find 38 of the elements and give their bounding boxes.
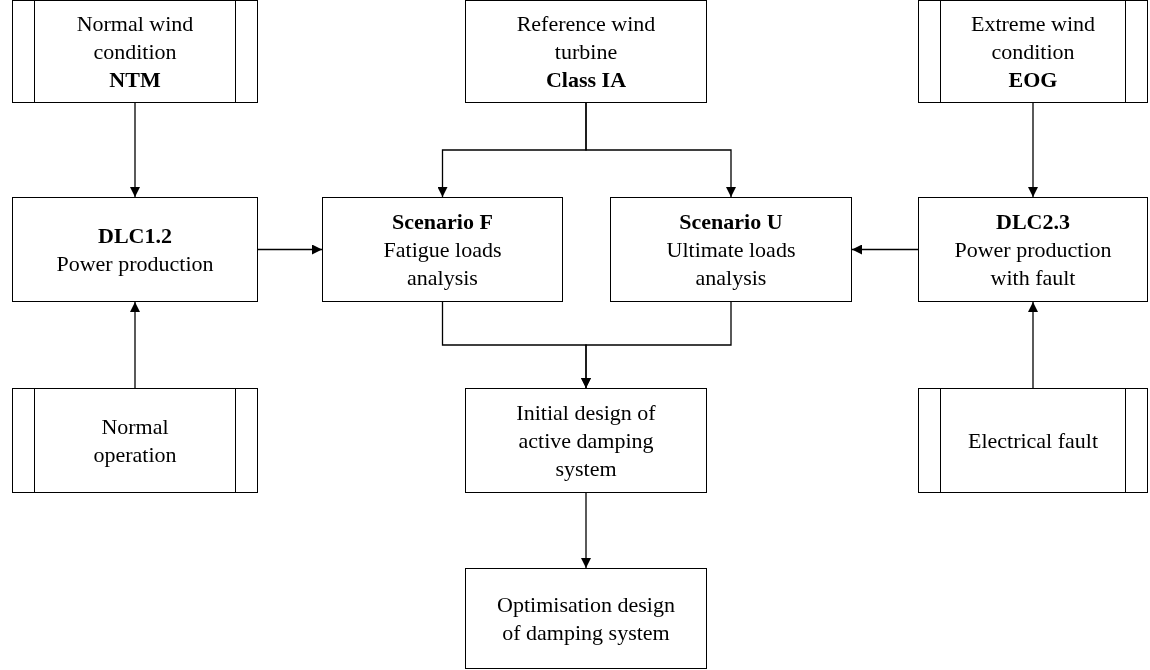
predefined-process-box bbox=[12, 0, 258, 103]
process-box bbox=[465, 388, 707, 493]
box-heading: DLC1.2 bbox=[98, 221, 172, 250]
box-text: Fatigue loads analysis bbox=[382, 235, 503, 292]
box-heading: Class IA bbox=[545, 65, 627, 94]
process-box bbox=[465, 0, 707, 103]
process-box bbox=[322, 197, 563, 302]
predefined-process-box bbox=[918, 0, 1148, 103]
predefined-process-box bbox=[918, 388, 1148, 493]
box-text: Ultimate loads analysis bbox=[665, 235, 797, 292]
arrow bbox=[130, 301, 140, 389]
arrow bbox=[581, 301, 732, 389]
box-text: Extreme wind condition bbox=[970, 9, 1096, 66]
box-heading: Scenario F bbox=[392, 207, 493, 236]
box-text: Power production bbox=[56, 249, 214, 278]
process-box bbox=[918, 197, 1148, 302]
box-text: Power production with fault bbox=[953, 235, 1113, 292]
box-text: Initial design of active damping system bbox=[515, 398, 657, 483]
box-heading: EOG bbox=[1008, 65, 1058, 94]
arrow bbox=[257, 244, 323, 255]
arrow bbox=[851, 244, 919, 255]
box-text: Normal operation bbox=[92, 412, 178, 469]
box-heading: NTM bbox=[109, 65, 161, 94]
arrow bbox=[1028, 301, 1038, 389]
process-box bbox=[12, 197, 258, 302]
process-box bbox=[610, 197, 852, 302]
box-text: Optimisation design of damping system bbox=[496, 590, 676, 647]
box-text: Electrical fault bbox=[967, 426, 1099, 455]
arrow bbox=[581, 492, 591, 569]
predefined-process-box bbox=[12, 388, 258, 493]
box-heading: Scenario U bbox=[679, 207, 783, 236]
box-text: Reference wind turbine bbox=[515, 9, 657, 66]
box-text: Normal wind condition bbox=[75, 9, 195, 66]
arrow bbox=[1028, 102, 1038, 198]
arrow bbox=[130, 102, 140, 198]
arrow bbox=[585, 102, 736, 198]
process-box bbox=[465, 568, 707, 669]
box-heading: DLC2.3 bbox=[996, 207, 1070, 236]
